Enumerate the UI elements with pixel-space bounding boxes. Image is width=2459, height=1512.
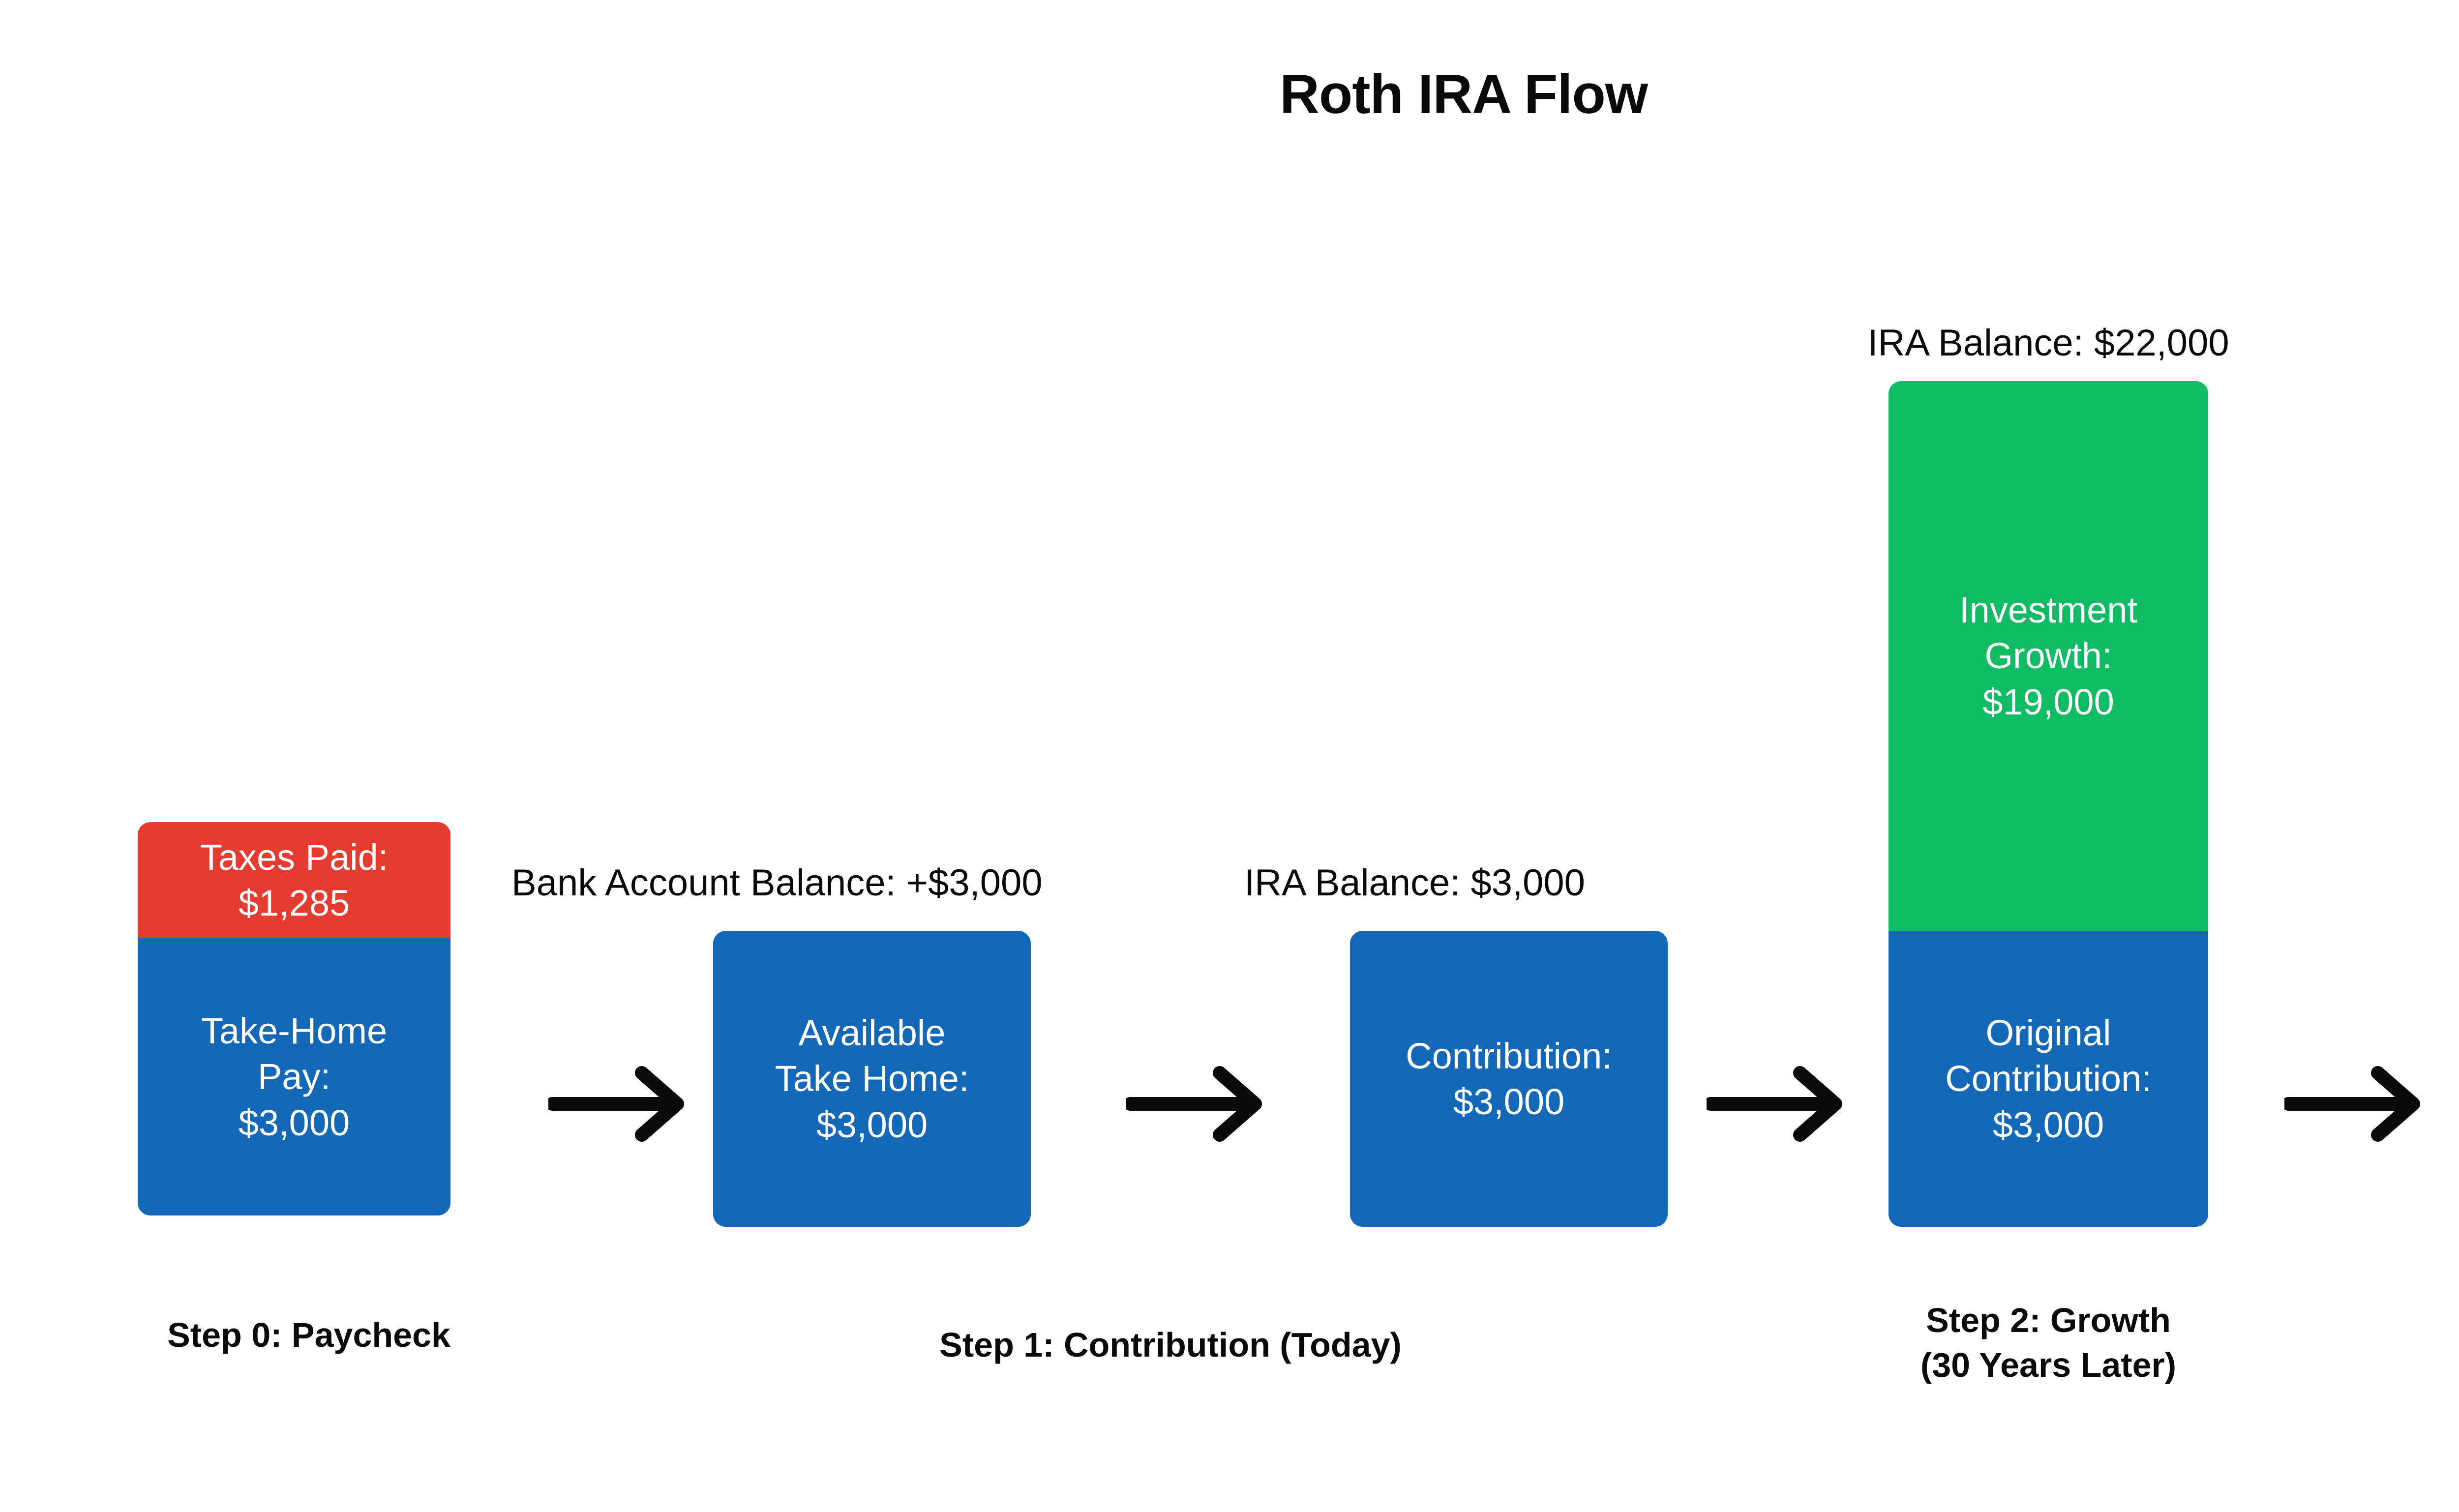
bar-step0-paycheck[interactable]: Taxes Paid: $1,285 Take-Home Pay: $3,000 <box>138 822 450 1216</box>
arrow-right-icon-4 <box>2281 1057 2427 1153</box>
step-caption-2: Step 2: Growth (30 Years Later) <box>1920 1301 2177 1384</box>
arrow-right-icon-1 <box>545 1057 691 1153</box>
segment-taxes-paid[interactable]: Taxes Paid: $1,285 <box>138 822 450 938</box>
step-caption-1: Step 1: Contribution (Today) <box>939 1326 1402 1364</box>
step-caption-0: Step 0: Paycheck <box>167 1316 450 1354</box>
bar-step1-available-take-home[interactable]: Available Take Home: $3,000 <box>713 931 1031 1227</box>
segment-available-take-home[interactable]: Available Take Home: $3,000 <box>713 931 1031 1227</box>
bar-step2-growth[interactable]: Investment Growth: $19,000 Original Cont… <box>1889 381 2208 1227</box>
value-label-bank-account-balance: Bank Account Balance: +$3,000 <box>511 862 1043 904</box>
segment-original-contribution[interactable]: Original Contribution: $3,000 <box>1889 931 2208 1227</box>
value-label-ira-balance-growth: IRA Balance: $22,000 <box>1867 322 2229 364</box>
segment-take-home-pay[interactable]: Take-Home Pay: $3,000 <box>138 938 450 1216</box>
segment-investment-growth[interactable]: Investment Growth: $19,000 <box>1889 381 2208 931</box>
segment-contribution[interactable]: Contribution: $3,000 <box>1350 931 1668 1227</box>
arrow-right-icon-2 <box>1123 1057 1269 1153</box>
page-title: Roth IRA Flow <box>1279 63 1648 125</box>
value-label-ira-balance-initial: IRA Balance: $3,000 <box>1244 862 1585 904</box>
bar-step1b-contribution[interactable]: Contribution: $3,000 <box>1350 931 1668 1227</box>
arrow-right-icon-3 <box>1704 1057 1849 1153</box>
